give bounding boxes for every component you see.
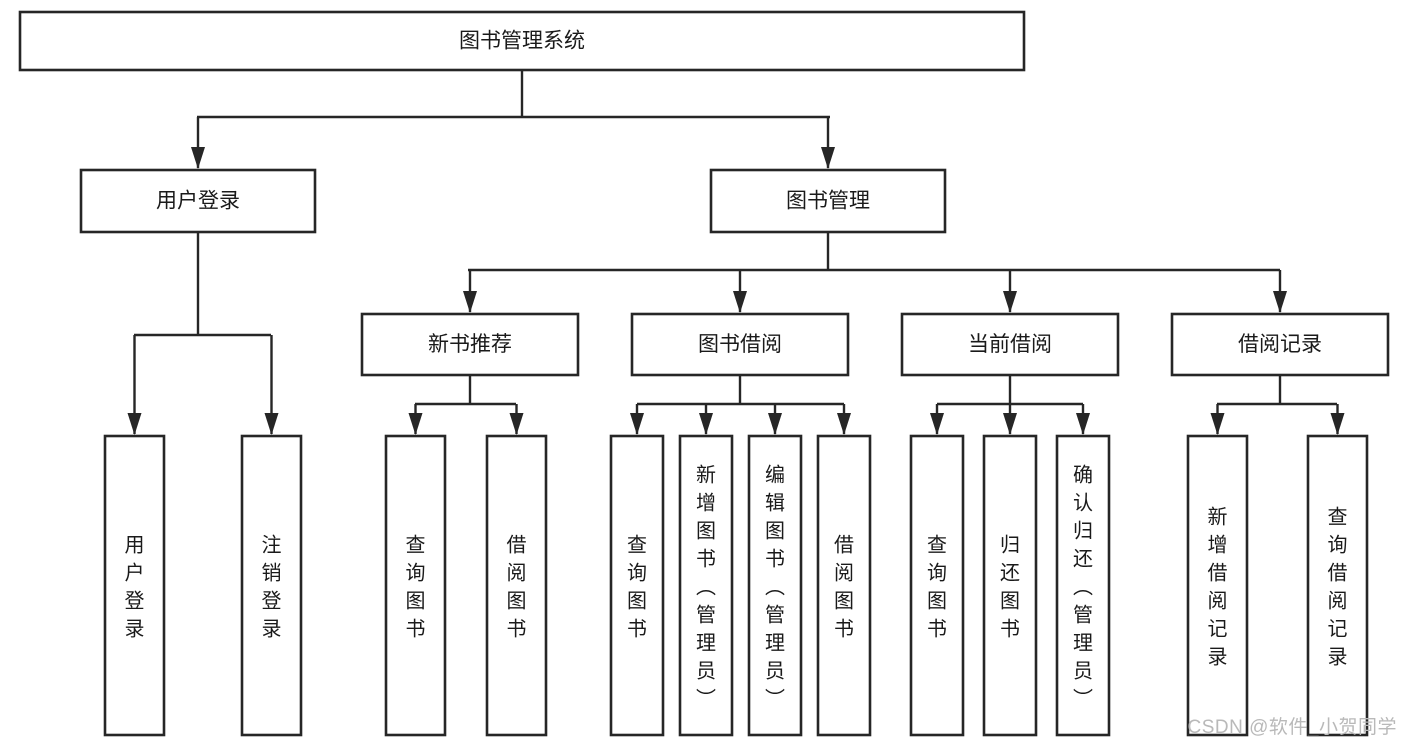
node-box <box>240 434 303 737</box>
node-leaf-add-record[interactable]: 新增借阅记录 <box>1186 434 1249 737</box>
node-box <box>1306 434 1369 737</box>
node-book-manage[interactable]: 图书管理 <box>709 168 947 234</box>
node-label: 用户登录 <box>125 534 145 640</box>
arrow-head-icon <box>463 291 477 313</box>
arrow-head-icon <box>1003 413 1017 435</box>
node-label: 图书管理系统 <box>459 30 585 53</box>
node-box <box>900 312 1120 377</box>
nodes-layer: 图书管理系统用户登录图书管理新书推荐图书借阅当前借阅借阅记录用户登录注销登录查询… <box>18 10 1390 737</box>
node-borrow-record[interactable]: 借阅记录 <box>1170 312 1390 377</box>
node-box <box>18 10 1026 72</box>
node-label: 借阅记录 <box>1238 333 1322 356</box>
node-leaf-borrow-book-rec[interactable]: 借阅图书 <box>485 434 548 737</box>
arrow-head-icon <box>733 291 747 313</box>
node-label: 新书推荐 <box>428 333 512 356</box>
node-label: 当前借阅 <box>968 333 1052 356</box>
node-current-borrow[interactable]: 当前借阅 <box>900 312 1120 377</box>
node-box <box>360 312 580 377</box>
node-box <box>103 434 166 737</box>
node-label: 查询图书 <box>927 533 947 640</box>
node-leaf-user-login[interactable]: 用户登录 <box>103 434 166 737</box>
node-user-login[interactable]: 用户登录 <box>79 168 317 234</box>
arrow-head-icon <box>630 413 644 435</box>
arrow-head-icon <box>191 147 205 169</box>
node-leaf-query-record[interactable]: 查询借阅记录 <box>1306 434 1369 737</box>
arrow-head-icon <box>821 147 835 169</box>
node-label: 图书管理 <box>786 190 870 213</box>
node-root[interactable]: 图书管理系统 <box>18 10 1026 72</box>
node-leaf-query-book-rec[interactable]: 查询图书 <box>384 434 447 737</box>
node-box <box>609 434 665 737</box>
arrow-head-icon <box>408 413 423 435</box>
node-box <box>982 434 1038 737</box>
node-leaf-confirm-return[interactable]: 确认归还︵管理员︶ <box>1055 434 1111 737</box>
arrow-head-icon <box>509 413 524 435</box>
node-label: 新增图书︵管理员︶ <box>696 463 716 710</box>
node-box <box>79 168 317 234</box>
node-label: 确认归还︵管理员︶ <box>1073 463 1093 710</box>
node-box <box>1055 434 1111 737</box>
arrow-head-icon <box>768 413 782 435</box>
node-box <box>909 434 965 737</box>
node-leaf-add-book[interactable]: 新增图书︵管理员︶ <box>678 434 734 737</box>
node-box <box>816 434 872 737</box>
arrow-head-icon <box>1003 291 1017 313</box>
node-label: 查询借阅记录 <box>1328 505 1348 668</box>
node-box <box>1186 434 1249 737</box>
node-leaf-user-logout[interactable]: 注销登录 <box>240 434 303 737</box>
node-label: 查询图书 <box>627 533 647 640</box>
node-leaf-query-book-br[interactable]: 查询图书 <box>609 434 665 737</box>
connectors-layer <box>127 70 1345 435</box>
arrow-head-icon <box>1210 413 1225 435</box>
arrow-head-icon <box>837 413 851 435</box>
node-label: 注销登录 <box>262 533 282 640</box>
node-label: 借阅图书 <box>507 533 527 640</box>
arrow-head-icon <box>1330 413 1345 435</box>
node-label: 编辑图书︵管理员︶ <box>765 463 785 710</box>
node-label: 归还图书 <box>1000 533 1020 640</box>
arrow-head-icon <box>127 413 142 435</box>
node-leaf-edit-book[interactable]: 编辑图书︵管理员︶ <box>747 434 803 737</box>
arrow-head-icon <box>930 413 944 435</box>
node-box <box>630 312 850 377</box>
node-box <box>1170 312 1390 377</box>
arrow-head-icon <box>699 413 713 435</box>
node-leaf-query-book-cb[interactable]: 查询图书 <box>909 434 965 737</box>
node-new-book-rec[interactable]: 新书推荐 <box>360 312 580 377</box>
node-label: 新增借阅记录 <box>1208 505 1228 668</box>
node-label: 用户登录 <box>156 190 240 213</box>
node-label: 图书借阅 <box>698 333 782 356</box>
arrow-head-icon <box>264 413 279 435</box>
node-leaf-borrow-book-br[interactable]: 借阅图书 <box>816 434 872 737</box>
node-book-borrow[interactable]: 图书借阅 <box>630 312 850 377</box>
node-box <box>485 434 548 737</box>
node-label: 借阅图书 <box>834 533 854 640</box>
node-box <box>678 434 734 737</box>
node-leaf-return-book[interactable]: 归还图书 <box>982 434 1038 737</box>
node-box <box>709 168 947 234</box>
arrow-head-icon <box>1273 291 1287 313</box>
node-box <box>384 434 447 737</box>
node-label: 查询图书 <box>406 533 426 640</box>
arrow-head-icon <box>1076 413 1090 435</box>
node-box <box>747 434 803 737</box>
